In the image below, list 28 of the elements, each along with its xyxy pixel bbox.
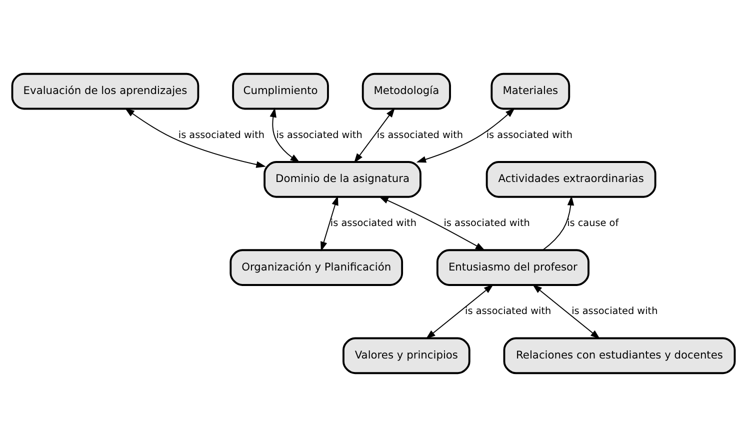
arrow	[270, 108, 300, 163]
node-box: Materiales	[490, 72, 570, 110]
edge-label: is associated with	[465, 306, 552, 318]
node-box: Actividades extraordinarias	[486, 161, 656, 198]
node-box: Entusiasmo del profesor	[436, 249, 590, 286]
node-box: Cumplimiento	[232, 72, 329, 110]
arrow	[378, 196, 486, 251]
arrow	[416, 108, 515, 163]
node-box: Relaciones con estudiantes y docentes	[503, 337, 736, 374]
edge-label: is associated with	[572, 306, 658, 318]
node-box: Organización y Planificación	[230, 249, 404, 286]
arrow	[320, 196, 338, 252]
arrow	[532, 284, 600, 340]
edge-label: is associated with	[486, 130, 572, 141]
edge-label: is associated with	[376, 130, 464, 141]
node-box: Metodología	[362, 72, 451, 110]
edge-label: is associated with	[330, 218, 417, 229]
arrow	[354, 108, 395, 164]
edge-label: is associated with	[444, 218, 530, 229]
node-box: Evaluación de los aprendizajes	[11, 72, 200, 110]
edge-label: is associated with	[178, 130, 265, 141]
edge-label: is associated with	[276, 130, 362, 141]
arrow	[426, 284, 494, 340]
arrow	[542, 196, 574, 250]
edge-label: is cause of	[567, 218, 619, 229]
node-box: Valores y principios	[342, 337, 470, 374]
arrow	[124, 108, 266, 168]
node-box: Dominio de la asignatura	[264, 161, 422, 198]
